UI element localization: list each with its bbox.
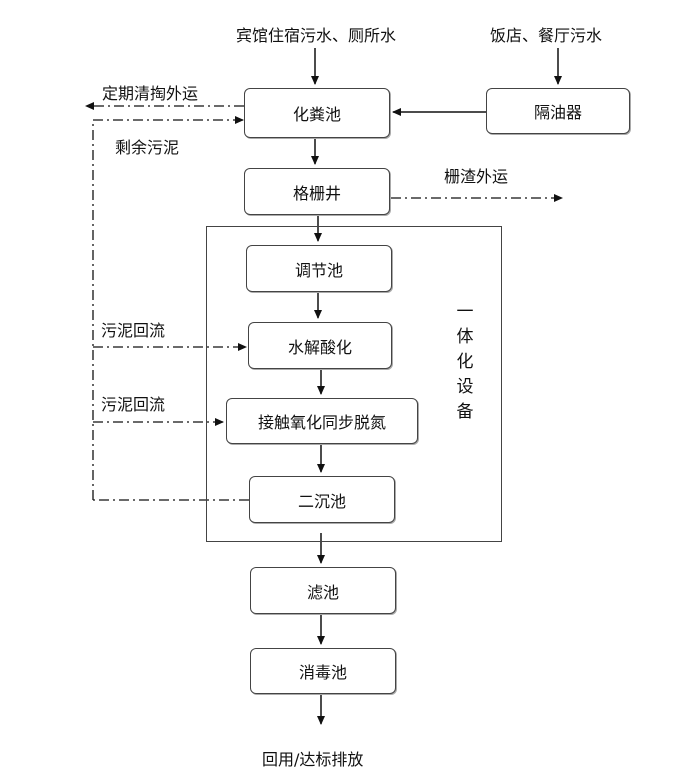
box-contact-oxidation: 接触氧化同步脱氮: [226, 398, 418, 444]
label-sludge-return-2: 污泥回流: [101, 395, 166, 414]
label-screenings-removal: 栅渣外运: [444, 167, 509, 186]
box-septic-tank: 化粪池: [244, 88, 390, 138]
box-disinfection-tank: 消毒池: [250, 648, 396, 694]
box-grille-well: 格栅井: [244, 168, 390, 215]
box-hydrolysis-acidification: 水解酸化: [248, 322, 392, 369]
input-hotel-wastewater: 宾馆住宿污水、厕所水: [236, 26, 397, 45]
label-integrated-char-5: 备: [456, 402, 474, 422]
label-output-discharge: 回用/达标排放: [262, 750, 364, 769]
integrated-equipment-frame: [206, 226, 502, 542]
box-secondary-sedimentation: 二沉池: [249, 476, 395, 523]
box-filter-tank: 滤池: [250, 567, 396, 614]
box-oil-separator: 隔油器: [486, 88, 630, 134]
label-periodic-removal: 定期清掏外运: [102, 84, 199, 103]
label-excess-sludge: 剩余污泥: [115, 138, 180, 157]
input-restaurant-wastewater: 饭店、餐厅污水: [490, 26, 603, 45]
label-integrated-char-4: 设: [456, 377, 474, 397]
label-integrated-char-3: 化: [456, 352, 474, 372]
label-integrated-char-1: 一: [456, 302, 474, 322]
box-regulating-tank: 调节池: [246, 245, 392, 292]
label-sludge-return-1: 污泥回流: [101, 321, 166, 340]
label-integrated-char-2: 体: [456, 327, 474, 347]
